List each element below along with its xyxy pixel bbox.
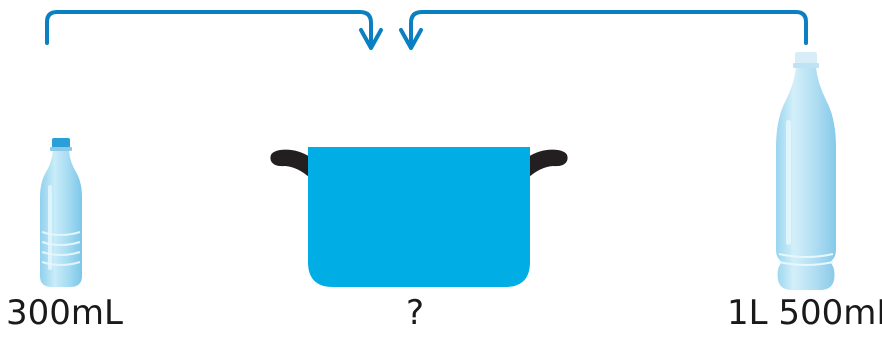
large-bottle-volume-label: 1L 500mL — [727, 296, 882, 330]
water-bottle-icon — [40, 138, 82, 287]
pot-unknown-volume-label: ? — [406, 296, 424, 330]
small-bottle-volume-label: 300mL — [6, 296, 123, 330]
arrow-left-to-pot — [47, 12, 381, 48]
water-bottle-icon — [776, 52, 836, 290]
arrow-right-to-pot — [401, 12, 806, 48]
cooking-pot-icon — [270, 147, 567, 287]
